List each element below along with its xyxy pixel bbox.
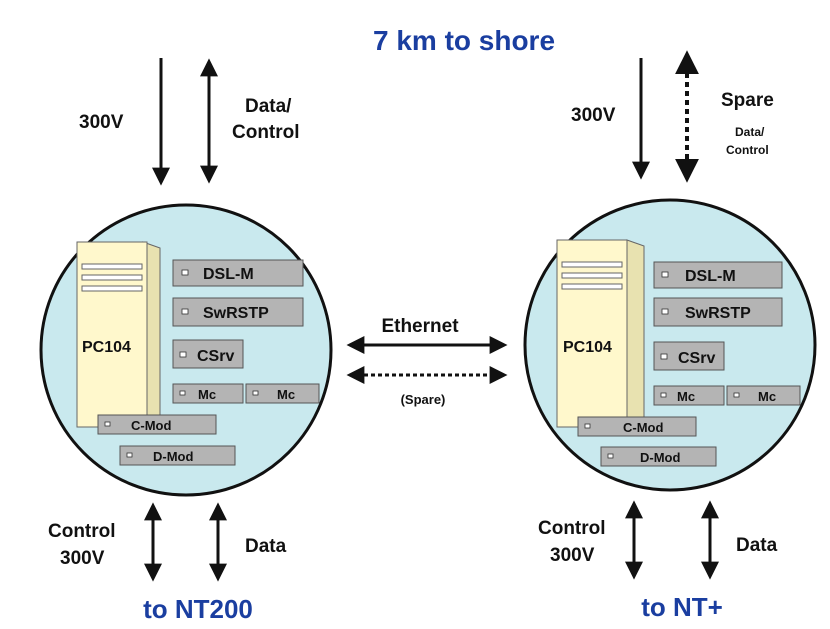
module-csrv: CSrv [653,341,725,371]
module-csrv-label: CSrv [678,350,715,367]
module-mc2: Mc [245,383,320,404]
module-mc2: Mc [726,385,801,406]
bottom-right-label: Data [736,535,778,556]
module-cmod-label: C-Mod [131,418,171,433]
module-csrv-label: CSrv [197,348,234,365]
bottom-left-label-line2: 300V [550,545,595,566]
module-dmod: D-Mod [119,445,236,466]
module-sw-label: SwRSTP [685,305,751,322]
top-right-label-line1: Data/ [245,96,292,117]
bottom-left-label-line2: 300V [60,548,105,569]
module-dmod-label: D-Mod [153,449,193,464]
top-right-label: Data/ Control [232,96,300,143]
bottom-left-label-line1: Control [48,521,116,542]
node-right: 300V Spare Data/ Control PC104 DSL-M SwR… [523,50,817,622]
pc104-computer: PC104 [556,239,645,429]
destination-label: to NT+ [641,592,723,622]
module-dsl: DSL-M [172,259,304,287]
module-sw: SwRSTP [653,297,783,327]
pc104-label: PC104 [82,339,131,356]
ethernet-link: Ethernet (Spare) [346,316,508,407]
top-right-extra-line1: Data/ [735,125,765,139]
module-mc2-label: Mc [758,389,776,404]
module-cmod: C-Mod [577,416,697,437]
module-dsl-label: DSL-M [203,266,254,283]
module-dmod: D-Mod [600,446,717,467]
bottom-right-label: Data [245,536,287,557]
module-csrv: CSrv [172,339,244,369]
module-mc1: Mc [172,383,244,404]
diagram-title: 7 km to shore [373,25,555,56]
module-dsl: DSL-M [653,261,783,289]
destination-label: to NT200 [143,594,253,624]
module-dmod-label: D-Mod [640,450,680,465]
module-cmod-label: C-Mod [623,420,663,435]
spare-link-label: (Spare) [401,392,446,407]
module-dsl-label: DSL-M [685,268,736,285]
module-sw-label: SwRSTP [203,305,269,322]
node-left: 300V Data/ Control PC104 DSL-M SwRSTP [39,58,333,624]
module-cmod: C-Mod [97,414,217,435]
module-mc1-label: Mc [198,387,216,402]
bottom-left-label: Control 300V [538,518,611,566]
top-left-label: 300V [571,105,616,126]
module-sw: SwRSTP [172,297,304,327]
ethernet-label: Ethernet [381,316,459,337]
module-mc1: Mc [653,385,725,406]
pc104-label: PC104 [563,339,612,356]
top-right-label-line2: Control [232,122,300,143]
module-mc2-label: Mc [277,387,295,402]
bottom-left-label: Control 300V [48,521,121,569]
top-left-label: 300V [79,112,124,133]
spare-label: Spare [721,90,774,111]
bottom-left-label-line1: Control [538,518,606,539]
module-mc1-label: Mc [677,389,695,404]
top-right-extra-line2: Control [726,143,769,157]
pc104-computer: PC104 [76,241,161,429]
top-right-extra-label: Data/ Control [726,125,769,157]
